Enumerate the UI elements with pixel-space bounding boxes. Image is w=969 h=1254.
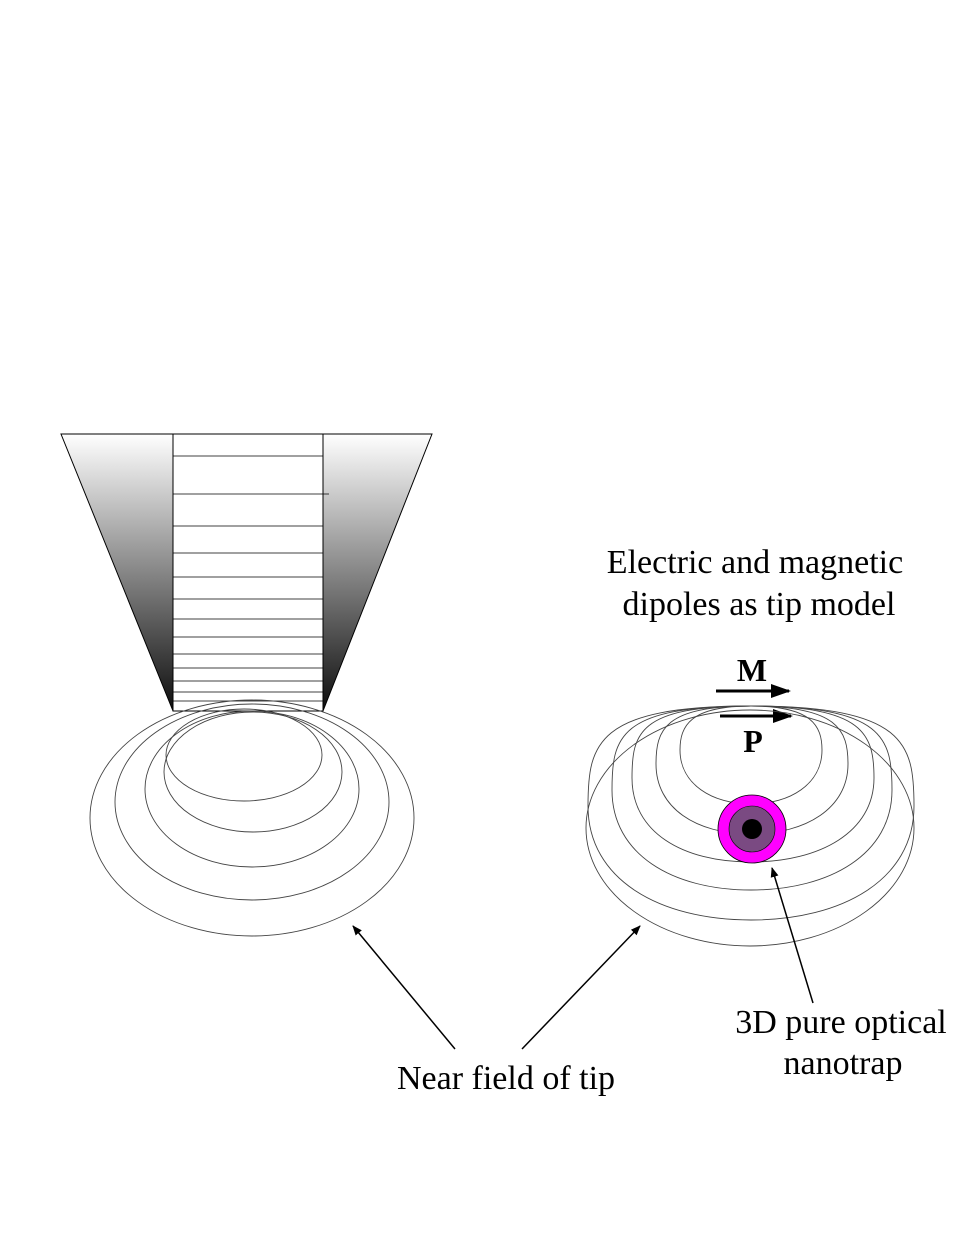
- near-field-label: Near field of tip: [397, 1060, 615, 1097]
- near-field-arrow-left: [352, 925, 456, 1050]
- dipoles-label-line1: Electric and magnetic: [607, 544, 903, 581]
- right-near-field-outer: [585, 709, 915, 947]
- magnetic-dipole-label: M: [737, 652, 767, 688]
- dipole-label-group: Electric and magnetic dipoles as tip mod…: [607, 544, 903, 623]
- left-near-field: [89, 699, 415, 937]
- dipoles-label-line2: dipoles as tip model: [623, 586, 896, 623]
- trap-core: [742, 819, 762, 839]
- tip-layers: [173, 455, 329, 712]
- nanotrap-arrow: [770, 867, 814, 1004]
- tip-left-side: [60, 433, 174, 712]
- near-field-arrow-right: [521, 925, 641, 1050]
- nanotrap-label-line2: nanotrap: [784, 1045, 903, 1082]
- electric-dipole-label: P: [743, 723, 763, 759]
- dipole-arrows: M P: [716, 652, 793, 759]
- nanotrap-particle: [717, 794, 787, 864]
- tip-core: [172, 433, 324, 712]
- tip-group: [60, 433, 433, 712]
- nanotrap-label-line1: 3D pure optical: [735, 1004, 947, 1041]
- pointer-arrows: [352, 867, 814, 1050]
- tip-right-side: [322, 433, 433, 712]
